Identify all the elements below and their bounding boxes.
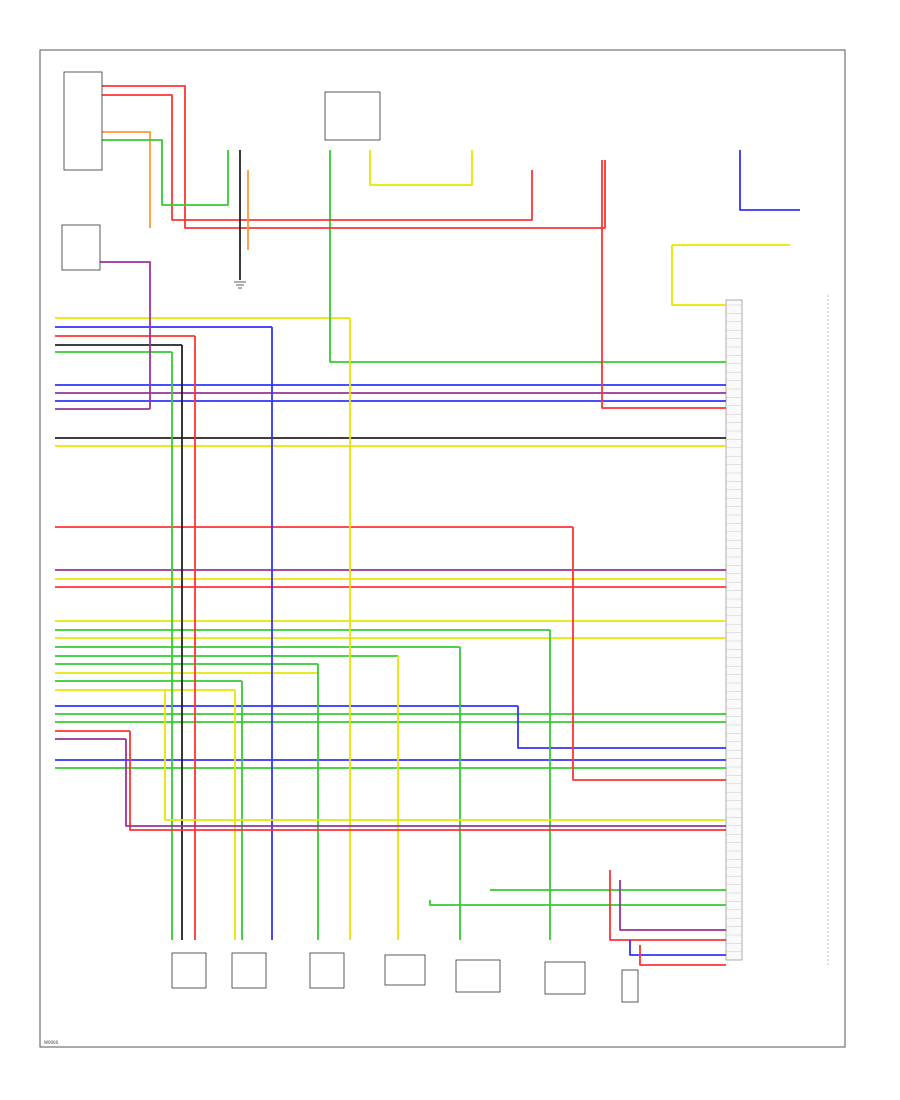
oxygen-sensor-1 (171, 952, 207, 989)
wire-sensor-power (572, 527, 726, 781)
wire-resistor (100, 261, 151, 409)
wire-fuel-pump (739, 150, 800, 211)
egr-valve (384, 954, 426, 986)
wire-fuse-feed (601, 160, 726, 409)
component-group (61, 71, 742, 1003)
wire-return (429, 900, 726, 906)
position-sensor (621, 969, 639, 1003)
wire-return (619, 880, 726, 931)
wire-fuse (100, 94, 533, 221)
resistor (61, 224, 101, 271)
wire-return (629, 940, 726, 956)
wire-ignition (671, 245, 726, 306)
wire-tank (369, 150, 473, 186)
wire-return (639, 945, 726, 966)
purge-solenoid (324, 91, 381, 141)
wire-cam-sensor (329, 150, 726, 363)
wire-return (129, 731, 726, 831)
wire-return (609, 870, 726, 941)
wire-relay (100, 139, 229, 206)
diagram-frame (39, 49, 846, 1048)
ecm-connector-strip (725, 299, 743, 961)
wire-main-relay (100, 85, 606, 229)
footer-code: W0000 (44, 1040, 59, 1045)
wire-relay-coil (100, 131, 151, 228)
oxygen-sensor-3 (309, 952, 345, 989)
wire-sensor-signal (517, 706, 726, 749)
wire-return (125, 739, 726, 827)
oxygen-sensor-2 (231, 952, 267, 989)
knock-sensor (455, 959, 501, 993)
wire-group (55, 85, 800, 966)
main-relay (63, 71, 103, 171)
crankshaft-sensor (544, 961, 586, 995)
wire-return (164, 690, 726, 821)
